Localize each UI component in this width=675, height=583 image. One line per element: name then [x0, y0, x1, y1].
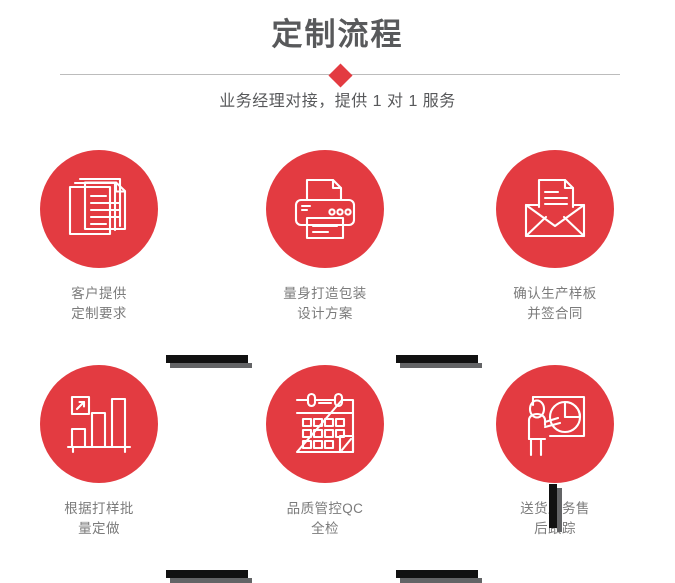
connector-step1-step2 [166, 355, 252, 368]
page-header: 定制流程 业务经理对接，提供 1 对 1 服务 [0, 0, 675, 130]
calendar-icon [290, 389, 360, 459]
process-step-1[interactable]: 客户提供 定制要求 [22, 150, 176, 324]
step-1-icon-circle [40, 150, 158, 268]
step-5-icon-circle [266, 365, 384, 483]
connector-step4-step5 [166, 570, 252, 583]
presenter-pie-chart-icon [520, 389, 590, 459]
process-step-4[interactable]: 根据打样批 量定做 [22, 365, 176, 539]
connector-bar [166, 570, 248, 578]
documents-stack-icon [64, 174, 134, 244]
connector-shadow [557, 488, 562, 532]
connector-step2-step3 [396, 355, 482, 368]
diamond-icon [327, 62, 353, 88]
process-step-5[interactable]: 品质管控QC 全检 [248, 365, 402, 539]
title-divider [60, 62, 620, 88]
step-6-icon-circle [496, 365, 614, 483]
envelope-letter-icon [520, 174, 590, 244]
process-step-2[interactable]: 量身打造包装 设计方案 [248, 150, 402, 324]
step-2-icon-circle [266, 150, 384, 268]
step-4-icon-circle [40, 365, 158, 483]
connector-shadow [170, 363, 252, 368]
connector-step5-step6 [396, 570, 482, 583]
step-3-icon-circle [496, 150, 614, 268]
connector-shadow [170, 578, 252, 583]
printer-icon [290, 174, 360, 244]
process-steps: 客户提供 定制要求 量身打造包装 设计方案 [0, 150, 675, 583]
step-4-label: 根据打样批 量定做 [64, 501, 134, 536]
process-step-3[interactable]: 确认生产样板 并签合同 [478, 150, 632, 324]
process-step-6[interactable]: 送货服务售 后跟踪 [478, 365, 632, 539]
connector-bar [396, 355, 478, 363]
connector-bar [549, 484, 557, 528]
page-subtitle: 业务经理对接，提供 1 对 1 服务 [219, 93, 456, 110]
connector-step3-step6 [549, 484, 562, 532]
bar-chart-growth-icon [64, 389, 134, 459]
step-1-label: 客户提供 定制要求 [71, 286, 127, 321]
step-2-label: 量身打造包装 设计方案 [283, 286, 367, 321]
step-3-label: 确认生产样板 并签合同 [513, 286, 597, 321]
page-title: 定制流程 [271, 17, 404, 52]
step-5-label: 品质管控QC 全检 [286, 501, 364, 536]
connector-shadow [400, 363, 482, 368]
connector-bar [396, 570, 478, 578]
connector-bar [166, 355, 248, 363]
connector-shadow [400, 578, 482, 583]
